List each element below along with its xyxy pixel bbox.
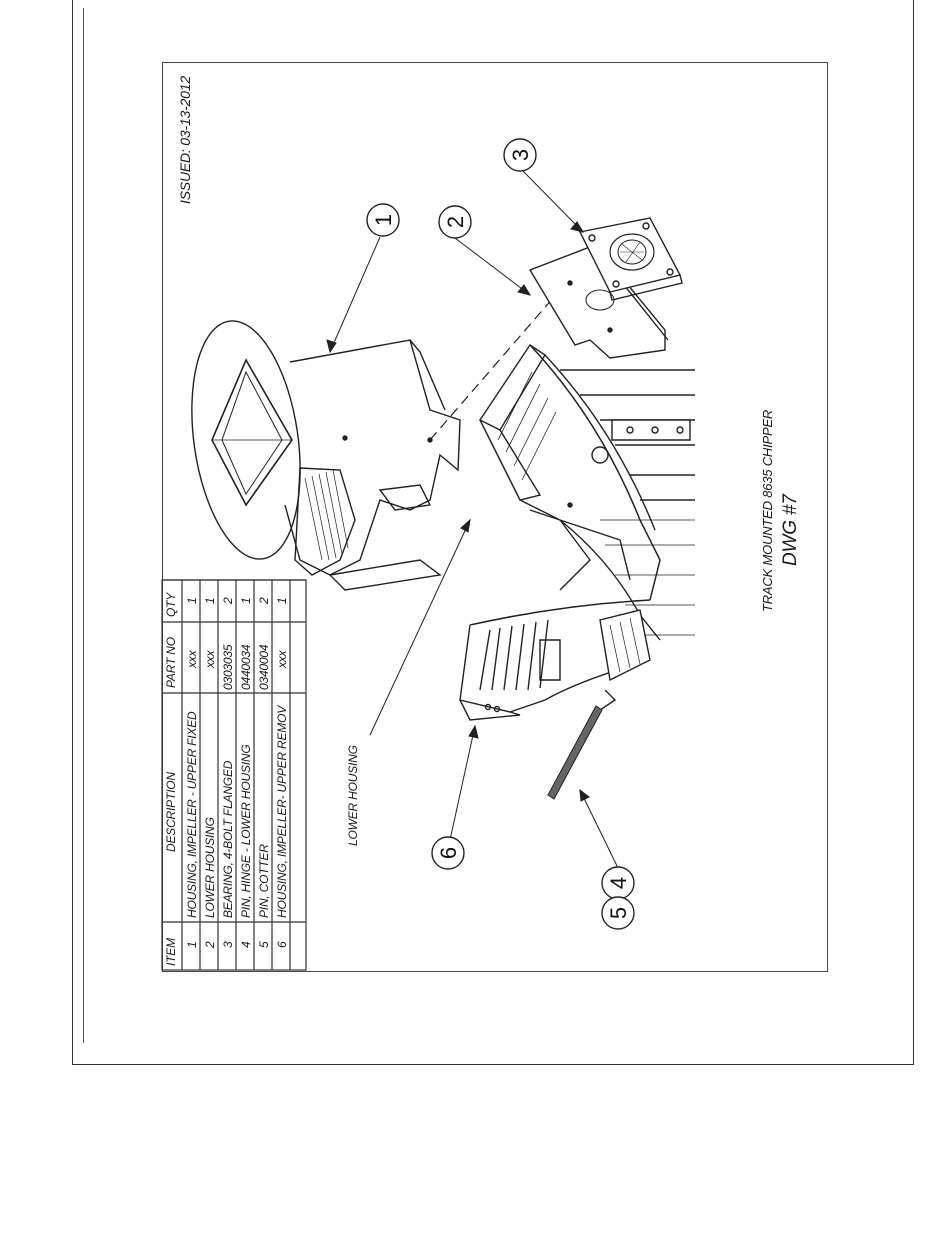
margin-line (83, 8, 84, 1043)
balloon-label: 4 (606, 877, 631, 889)
balloon-label: 5 (606, 907, 631, 919)
leader-lines (326, 167, 619, 869)
balloon-label: 1 (371, 214, 396, 226)
lower-housing-assembly (478, 344, 695, 641)
balloon-label: 3 (508, 149, 533, 161)
balloon-label: 2 (443, 216, 468, 228)
balloon-5 (601, 896, 635, 930)
assembly-axis-line (429, 289, 561, 441)
balloon-1 (366, 203, 400, 237)
balloon-3 (503, 138, 537, 172)
bearing-part (578, 217, 683, 301)
hinge-pin-part (547, 705, 603, 800)
drawing-sheet (162, 62, 828, 972)
balloon-2 (438, 205, 472, 239)
balloon-label: 6 (436, 847, 461, 859)
balloon-6 (431, 836, 465, 870)
page-frame (72, 0, 914, 1065)
upper-removable-housing-part (459, 599, 651, 721)
upper-fixed-housing-part (191, 320, 461, 591)
